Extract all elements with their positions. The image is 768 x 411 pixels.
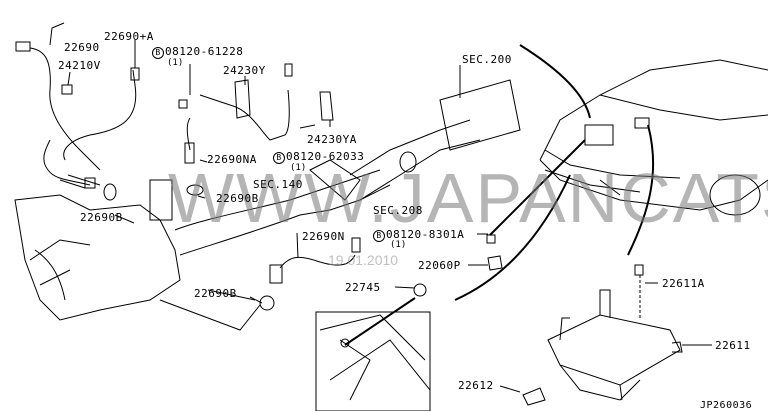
part-label-22690b: 22690B xyxy=(216,192,259,205)
section-ref-200[interactable]: SEC.200 xyxy=(462,53,512,66)
part-label-22745: 22745 xyxy=(345,281,381,294)
detail-inset xyxy=(315,283,431,411)
part-label-24230ya: 24230YA xyxy=(307,133,357,146)
rear-sensor-22690n xyxy=(159,237,361,331)
part-label-22690-a: 22690+A xyxy=(104,30,154,43)
quantity-label: (1) xyxy=(390,240,407,250)
leader-lines xyxy=(49,22,712,393)
bolt-mark-icon: B xyxy=(152,47,164,59)
quantity-label: (1) xyxy=(167,58,184,68)
part-label-24210v: 24210V xyxy=(58,59,101,72)
bolt-mark-icon: B xyxy=(373,230,385,242)
part-label-22690b: 22690B xyxy=(80,211,123,224)
watermark: WWW.JAPANCATS.RU xyxy=(168,159,768,237)
part-label-22611a: 22611A xyxy=(662,277,705,290)
part-label-24230y: 24230Y xyxy=(223,64,266,77)
part-number: 08120-62033 xyxy=(286,150,365,163)
date-stamp: 19.01.2010 xyxy=(328,252,399,268)
part-number: 08120-61228 xyxy=(165,45,244,58)
section-ref-208[interactable]: SEC.208 xyxy=(373,204,423,217)
part-label-22060p: 22060P xyxy=(418,259,461,272)
bolt-mark-icon: B xyxy=(273,152,285,164)
diagram-code: JP260036 xyxy=(700,400,753,411)
part-number: 08120-8301A xyxy=(386,228,465,241)
quantity-label: (1) xyxy=(290,163,307,173)
part-label-22690n: 22690N xyxy=(302,230,345,243)
car-illustration xyxy=(539,59,768,216)
exhaust-manifold xyxy=(14,79,521,321)
part-label-22612: 22612 xyxy=(458,379,494,392)
reference-arrows xyxy=(454,44,655,301)
rear-oxygen-sensor xyxy=(178,63,334,196)
part-label-22690na: 22690NA xyxy=(207,153,257,166)
part-label-22690: 22690 xyxy=(64,41,100,54)
section-ref-140[interactable]: SEC.140 xyxy=(253,178,303,191)
part-label-22690b: 22690B xyxy=(194,287,237,300)
part-label-22611: 22611 xyxy=(715,339,751,352)
ecm-bracket xyxy=(486,234,683,406)
